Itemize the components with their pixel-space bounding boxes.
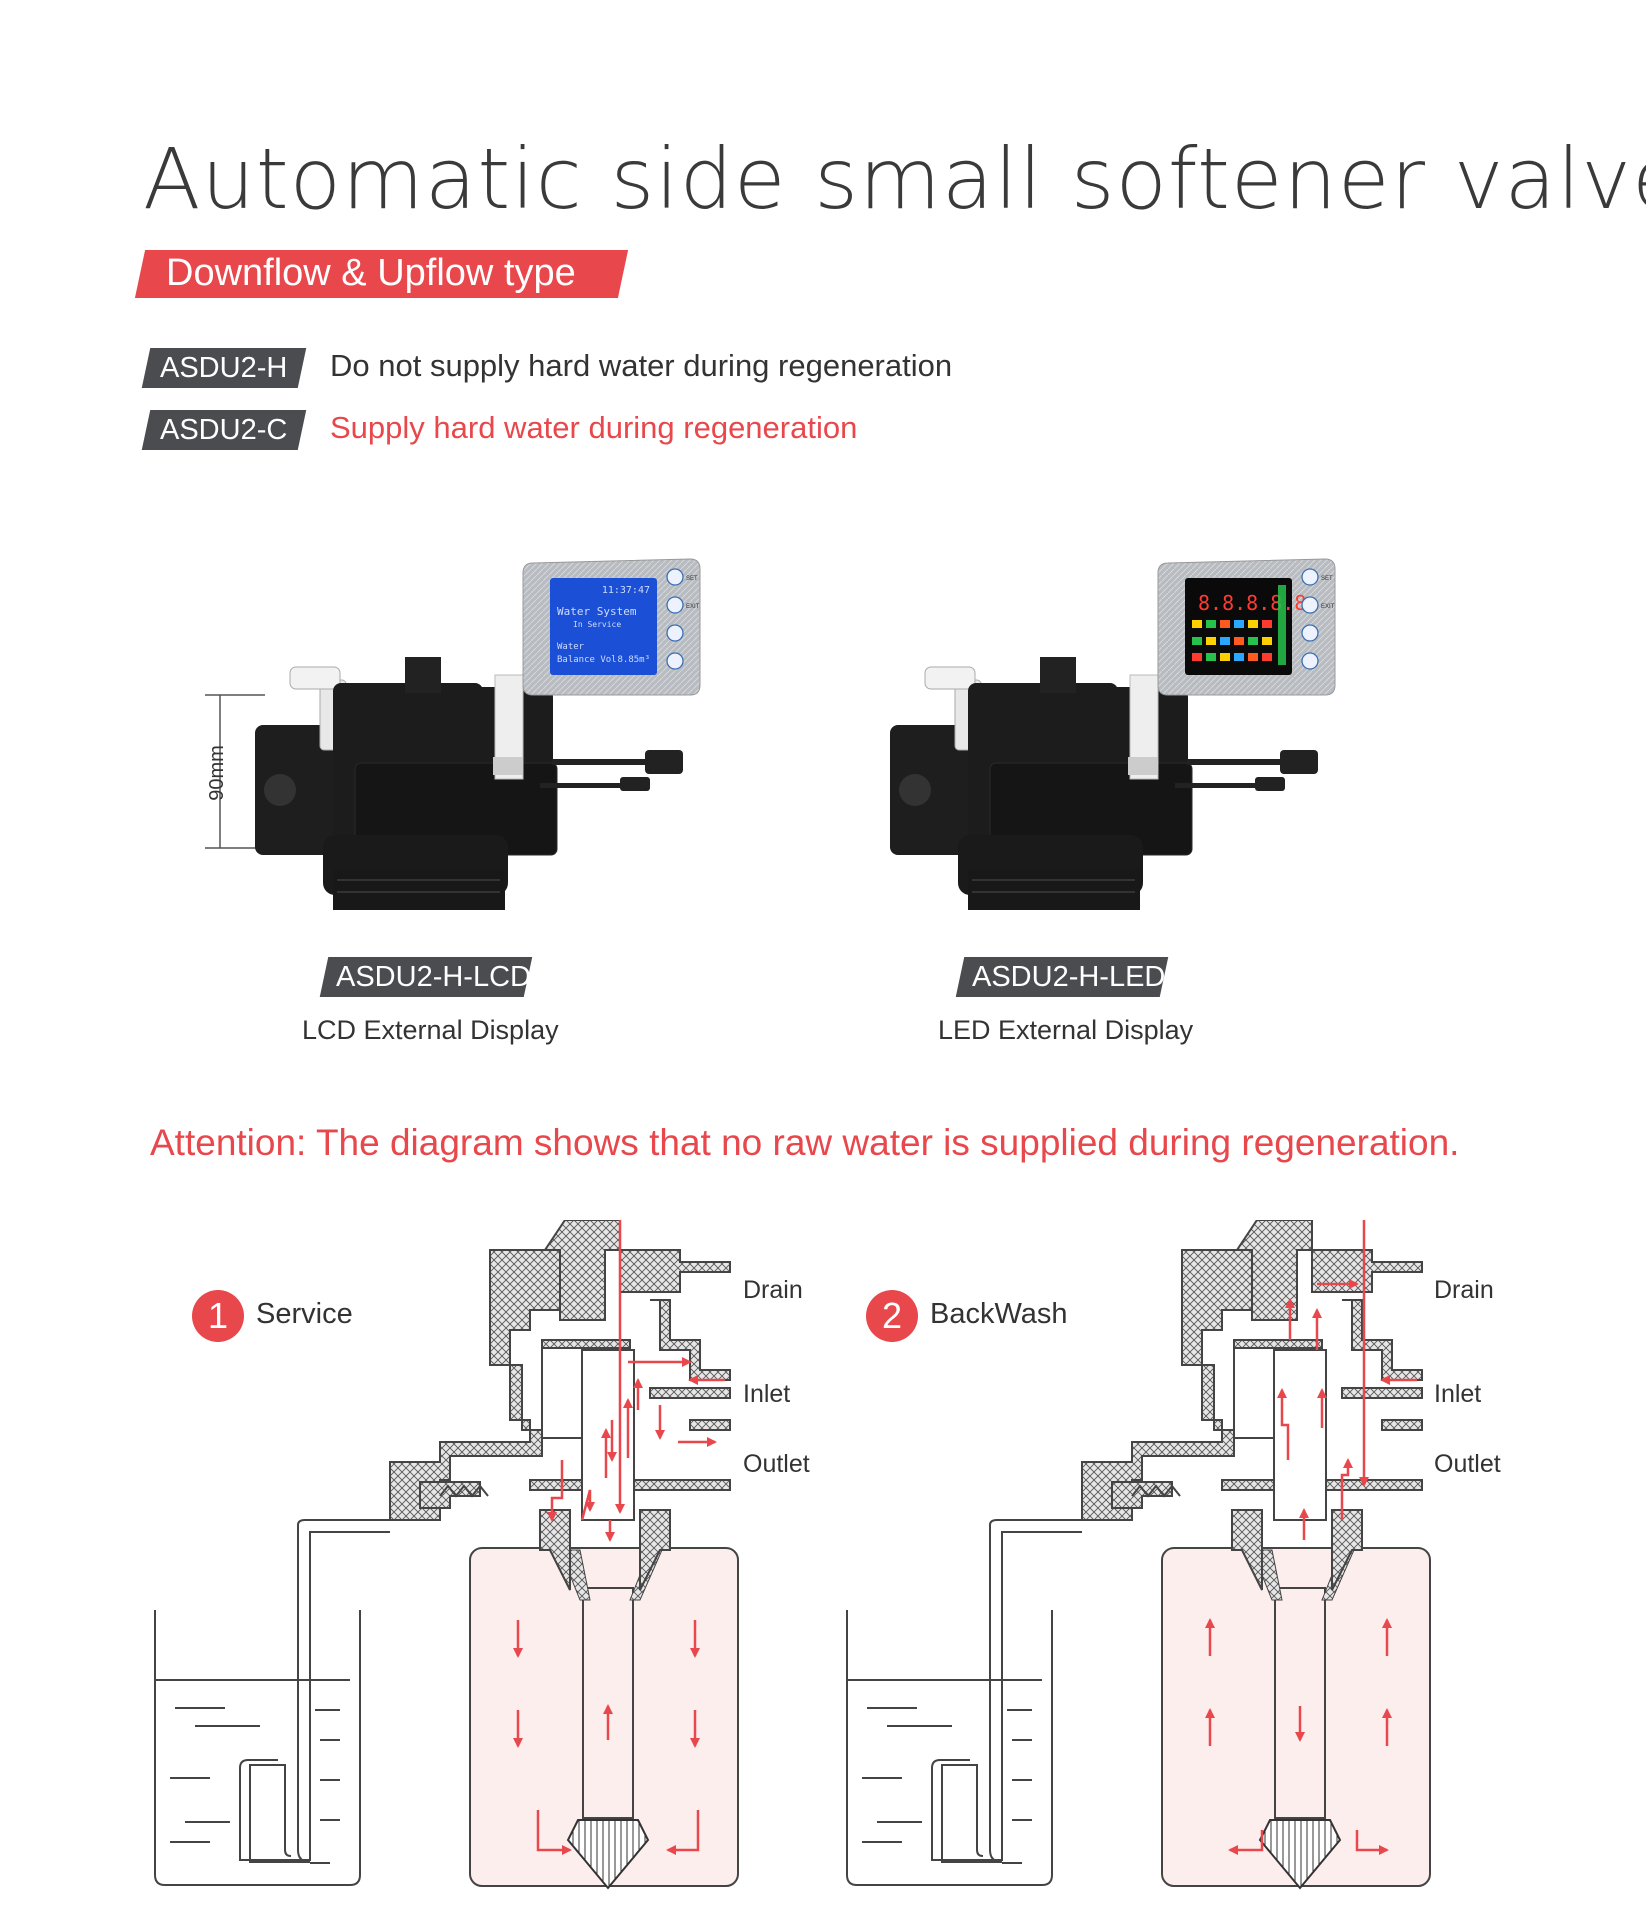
port-drain-2: Drain — [1434, 1276, 1494, 1304]
diagram-backwash — [846, 1220, 1431, 1890]
lcd-key-exit: EXIT — [686, 604, 700, 610]
step-label-backwash: BackWash — [930, 1298, 1068, 1330]
lcd-line4: Balance Vol — [557, 655, 617, 665]
product-code-lcd: ASDU2-H-LCD — [336, 961, 531, 993]
port-drain-1: Drain — [743, 1276, 803, 1304]
dimension-bracket — [205, 694, 265, 849]
step-label-service: Service — [256, 1298, 353, 1330]
step-number-2: 2 — [866, 1290, 918, 1342]
port-inlet-2: Inlet — [1434, 1380, 1482, 1408]
model-description-c: Supply hard water during regeneration — [330, 410, 858, 445]
diagram-service — [154, 1220, 739, 1890]
port-outlet-2: Outlet — [1434, 1450, 1501, 1478]
dimension-label: 90mm — [206, 745, 228, 801]
model-code-c: ASDU2-C — [160, 414, 288, 446]
page-title: Automatic side small softener valve — [143, 130, 1646, 228]
step-number-1: 1 — [192, 1290, 244, 1342]
led-key-set: SET — [1321, 576, 1333, 582]
model-code-h: ASDU2-H — [160, 352, 288, 384]
product-caption-lcd: LCD External Display — [302, 1015, 559, 1045]
port-outlet-1: Outlet — [743, 1450, 810, 1478]
product-caption-led: LED External Display — [938, 1015, 1194, 1045]
port-inlet-1: Inlet — [743, 1380, 791, 1408]
model-description-h: Do not supply hard water during regenera… — [330, 348, 953, 383]
attention-note: Attention: The diagram shows that no raw… — [150, 1122, 1460, 1163]
lcd-key-set: SET — [686, 576, 698, 582]
led-digits: 8.8.8.8.8 — [1198, 591, 1306, 615]
lcd-line2: In Service — [573, 620, 621, 629]
lcd-value: 8.85m³ — [617, 655, 650, 665]
valve-led-image: 8.8.8.8.8 SET EXIT — [890, 558, 1336, 910]
lcd-line3: Water — [557, 642, 585, 652]
valve-lcd-image: 90mm 11:37:47 Water System In Service Wa… — [205, 558, 701, 910]
lcd-time: 11:37:47 — [602, 585, 650, 596]
lcd-line1: Water System — [557, 605, 637, 618]
product-code-led: ASDU2-H-LED — [972, 961, 1166, 993]
lcd-screen — [550, 578, 657, 675]
led-key-exit: EXIT — [1321, 604, 1335, 610]
type-banner-label: Downflow & Upflow type — [166, 252, 576, 294]
